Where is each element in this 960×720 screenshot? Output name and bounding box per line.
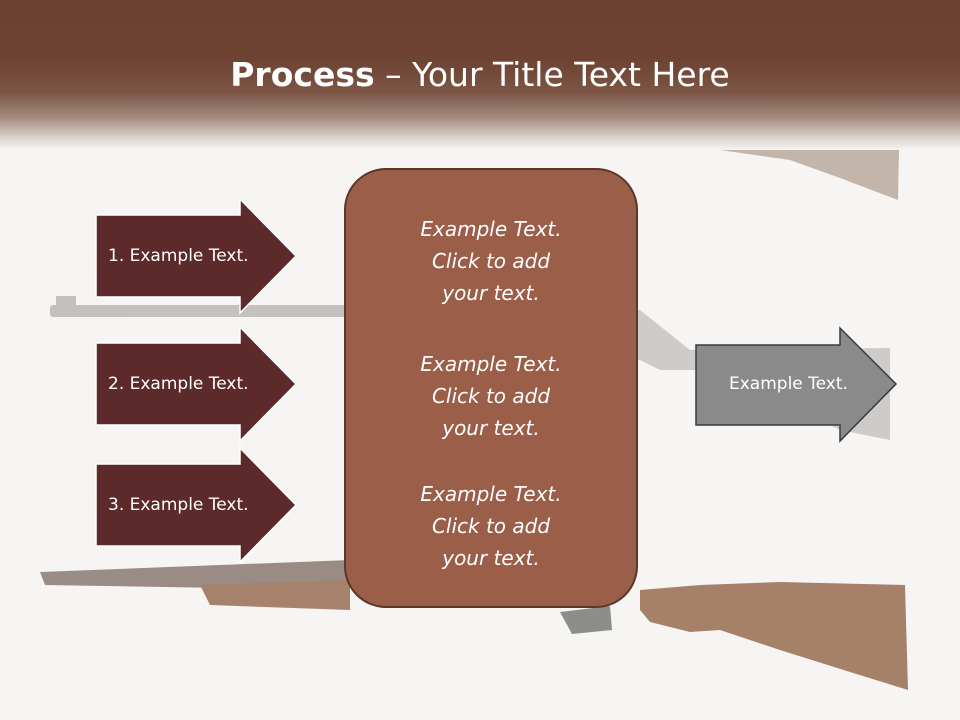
input-label-1: 1. Example Text. <box>108 246 249 266</box>
output-arrow <box>695 326 898 443</box>
input-label-2: 2. Example Text. <box>108 374 249 394</box>
input-arrow-3 <box>95 446 298 564</box>
output-label: Example Text. <box>729 374 848 394</box>
process-text-2: Example Text. Click to add your text. <box>420 352 562 440</box>
title-bold: Process <box>230 55 375 94</box>
input-arrow-2 <box>95 325 298 443</box>
title-rest: – Your Title Text Here <box>374 55 730 94</box>
input-arrow-1 <box>95 197 298 315</box>
slide-title: Process – Your Title Text Here <box>0 52 960 98</box>
input-label-3: 3. Example Text. <box>108 495 249 515</box>
process-text-1: Example Text. Click to add your text. <box>420 217 562 305</box>
process-box <box>344 168 638 608</box>
process-text-3: Example Text. Click to add your text. <box>420 482 562 570</box>
header-band <box>0 0 960 150</box>
